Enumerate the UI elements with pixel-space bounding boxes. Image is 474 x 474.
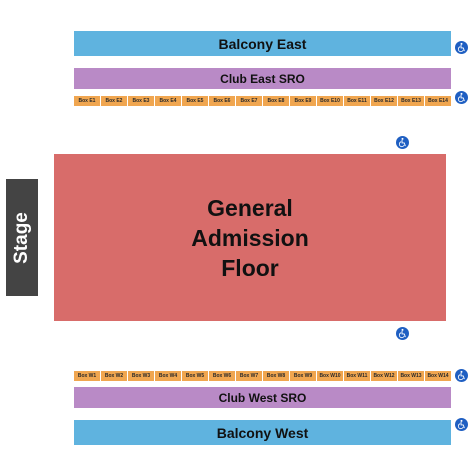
- box-seat[interactable]: Box E5: [182, 96, 209, 106]
- floor-label: General Admission Floor: [170, 193, 330, 283]
- box-seat[interactable]: Box E8: [263, 96, 290, 106]
- box-seat[interactable]: Box W12: [371, 371, 398, 381]
- section-club-east-sro[interactable]: Club East SRO: [74, 68, 451, 89]
- section-balcony-east[interactable]: Balcony East: [74, 31, 451, 56]
- balcony-east-label: Balcony East: [218, 35, 307, 52]
- box-seat[interactable]: Box W7: [236, 371, 263, 381]
- box-seat[interactable]: Box W1: [74, 371, 101, 381]
- box-seat[interactable]: Box E6: [209, 96, 236, 106]
- box-seat[interactable]: Box E11: [344, 96, 371, 106]
- club-east-sro-label: Club East SRO: [220, 71, 305, 86]
- wheelchair-icon: [455, 41, 468, 54]
- box-seat[interactable]: Box E7: [236, 96, 263, 106]
- floor-label-line: General: [207, 194, 293, 221]
- box-seat[interactable]: Box W4: [155, 371, 182, 381]
- wheelchair-icon: [455, 418, 468, 431]
- box-seat[interactable]: Box W5: [182, 371, 209, 381]
- box-seat[interactable]: Box W9: [290, 371, 317, 381]
- box-seat[interactable]: Box W2: [101, 371, 128, 381]
- stage: Stage: [6, 179, 38, 296]
- club-west-sro-label: Club West SRO: [218, 390, 307, 405]
- box-seat[interactable]: Box W3: [128, 371, 155, 381]
- box-seat[interactable]: Box W11: [344, 371, 371, 381]
- box-seat[interactable]: Box E4: [155, 96, 182, 106]
- box-seat[interactable]: Box W10: [317, 371, 344, 381]
- box-seat[interactable]: Box E1: [74, 96, 101, 106]
- stage-label: Stage: [11, 211, 32, 264]
- box-seat[interactable]: Box E13: [398, 96, 425, 106]
- box-seat[interactable]: Box E12: [371, 96, 398, 106]
- section-club-west-sro[interactable]: Club West SRO: [74, 387, 451, 408]
- section-balcony-west[interactable]: Balcony West: [74, 420, 451, 445]
- box-seat[interactable]: Box W6: [209, 371, 236, 381]
- section-general-admission-floor[interactable]: General Admission Floor: [54, 154, 446, 321]
- box-seat[interactable]: Box E10: [317, 96, 344, 106]
- box-seat[interactable]: Box E14: [425, 96, 451, 106]
- box-seat[interactable]: Box E9: [290, 96, 317, 106]
- box-seat[interactable]: Box W13: [398, 371, 425, 381]
- wheelchair-icon: [396, 136, 409, 149]
- floor-label-line: Admission: [191, 224, 309, 251]
- wheelchair-icon: [455, 91, 468, 104]
- wheelchair-icon: [455, 369, 468, 382]
- floor-label-line: Floor: [221, 254, 279, 281]
- box-seat[interactable]: Box E2: [101, 96, 128, 106]
- wheelchair-icon: [396, 327, 409, 340]
- box-seat[interactable]: Box W8: [263, 371, 290, 381]
- balcony-west-label: Balcony West: [216, 424, 309, 441]
- box-seat[interactable]: Box W14: [425, 371, 451, 381]
- box-seat[interactable]: Box E3: [128, 96, 155, 106]
